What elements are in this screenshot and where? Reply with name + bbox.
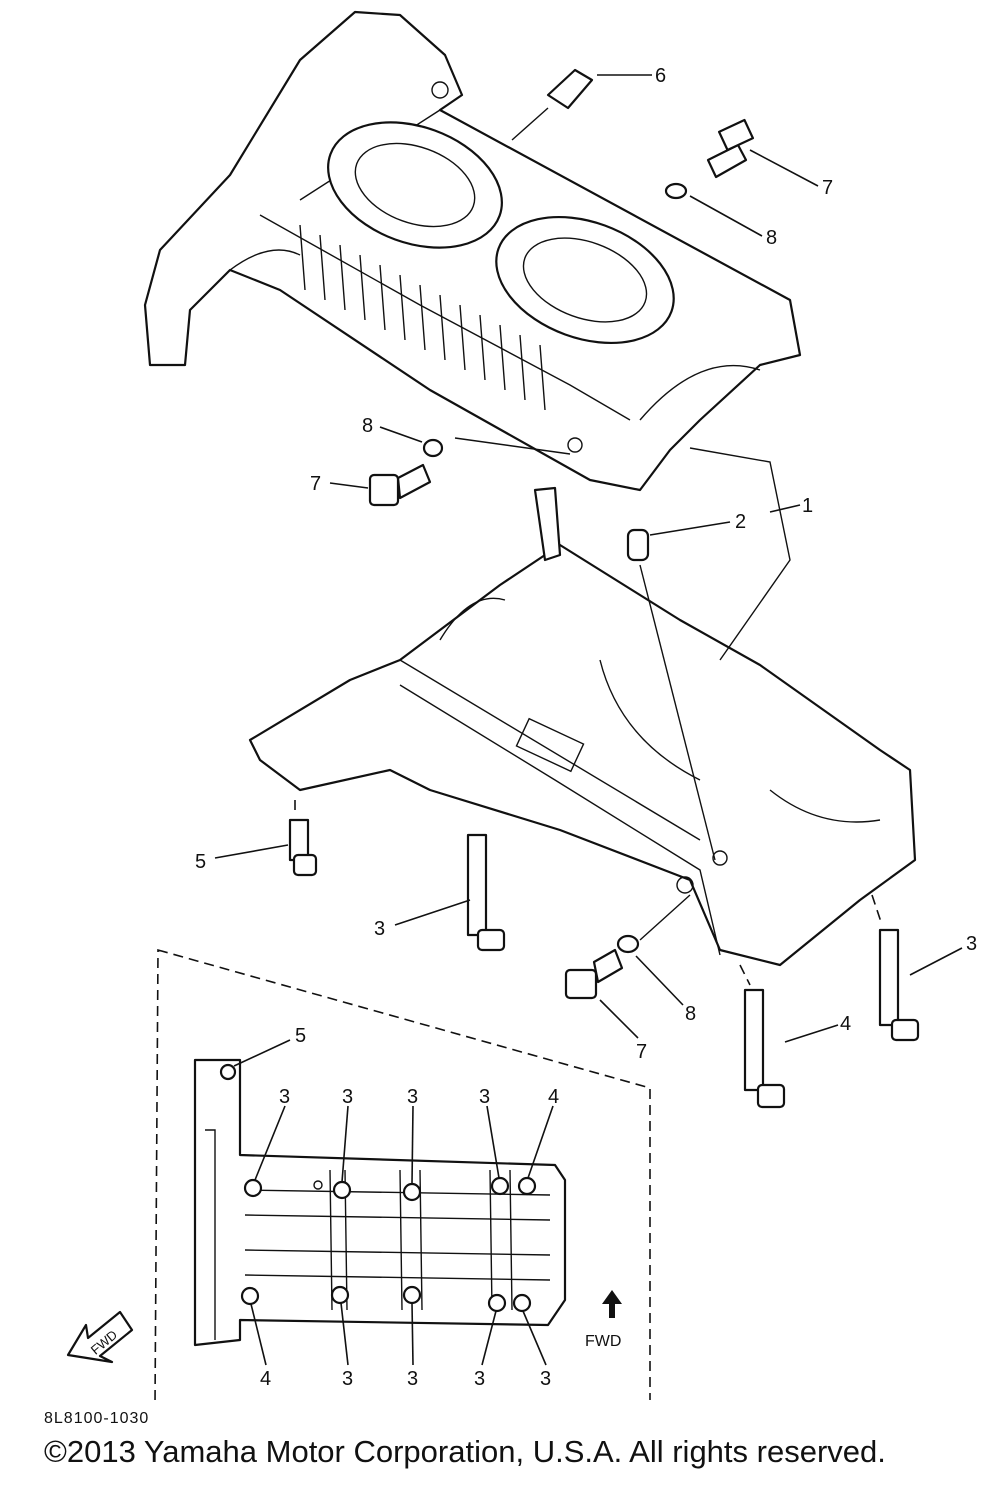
part-6-fitting — [511, 68, 652, 141]
inset-label: 3 — [407, 1086, 418, 1108]
callout-7: 7 — [636, 1041, 647, 1063]
inset-label: 4 — [260, 1368, 271, 1390]
inset-label: 3 — [342, 1368, 353, 1390]
diagram-reference-code: 8L8100-1030 — [44, 1410, 150, 1427]
inset-label: 3 — [540, 1368, 551, 1390]
callout-3: 3 — [374, 918, 385, 940]
inset-label: 3 — [479, 1086, 490, 1108]
inset-label: 3 — [407, 1368, 418, 1390]
fwd-arrow-up-icon: FWD — [585, 1290, 622, 1350]
part-3-bolt-left — [394, 833, 506, 952]
part-3-bolt-right — [871, 894, 963, 1042]
callout-5: 5 — [195, 851, 206, 873]
part-7-bolt-lower — [564, 894, 691, 1039]
part-5-bolt — [214, 800, 318, 877]
crankcase-exploded-diagram: 6 7 8 8 7 2 1 5 3 3 8 7 4 — [66, 10, 977, 1400]
inset-label: 3 — [474, 1368, 485, 1390]
part-2-dowel — [626, 447, 801, 861]
inset-label: 5 — [295, 1025, 306, 1047]
callout-8: 8 — [685, 1003, 696, 1025]
inset-label: 3 — [279, 1086, 290, 1108]
fwd-arrow-left-icon: FWD — [66, 1310, 134, 1364]
callout-1: 1 — [802, 495, 813, 517]
callout-8: 8 — [362, 415, 373, 437]
part-7-bolt-middle — [329, 426, 571, 507]
copyright-notice: ©2013 Yamaha Motor Corporation, U.S.A. A… — [44, 1434, 886, 1469]
callout-4: 4 — [840, 1013, 851, 1035]
inset-label: 4 — [548, 1086, 559, 1108]
callout-7: 7 — [310, 473, 321, 495]
callout-2: 2 — [735, 511, 746, 533]
inset-bottom-view: 5 3 3 3 3 4 4 3 3 3 3 FWD FWD — [66, 948, 651, 1400]
part-4-bolt — [739, 964, 839, 1109]
lower-crankcase — [248, 486, 917, 967]
part-7-bolt-upper — [664, 118, 819, 237]
callout-3: 3 — [966, 933, 977, 955]
callout-8: 8 — [766, 227, 777, 249]
callout-6: 6 — [655, 65, 666, 87]
inset-label: 3 — [342, 1086, 353, 1108]
callout-7: 7 — [822, 177, 833, 199]
fwd-label-right: FWD — [585, 1333, 621, 1350]
upper-crankcase — [143, 10, 802, 492]
